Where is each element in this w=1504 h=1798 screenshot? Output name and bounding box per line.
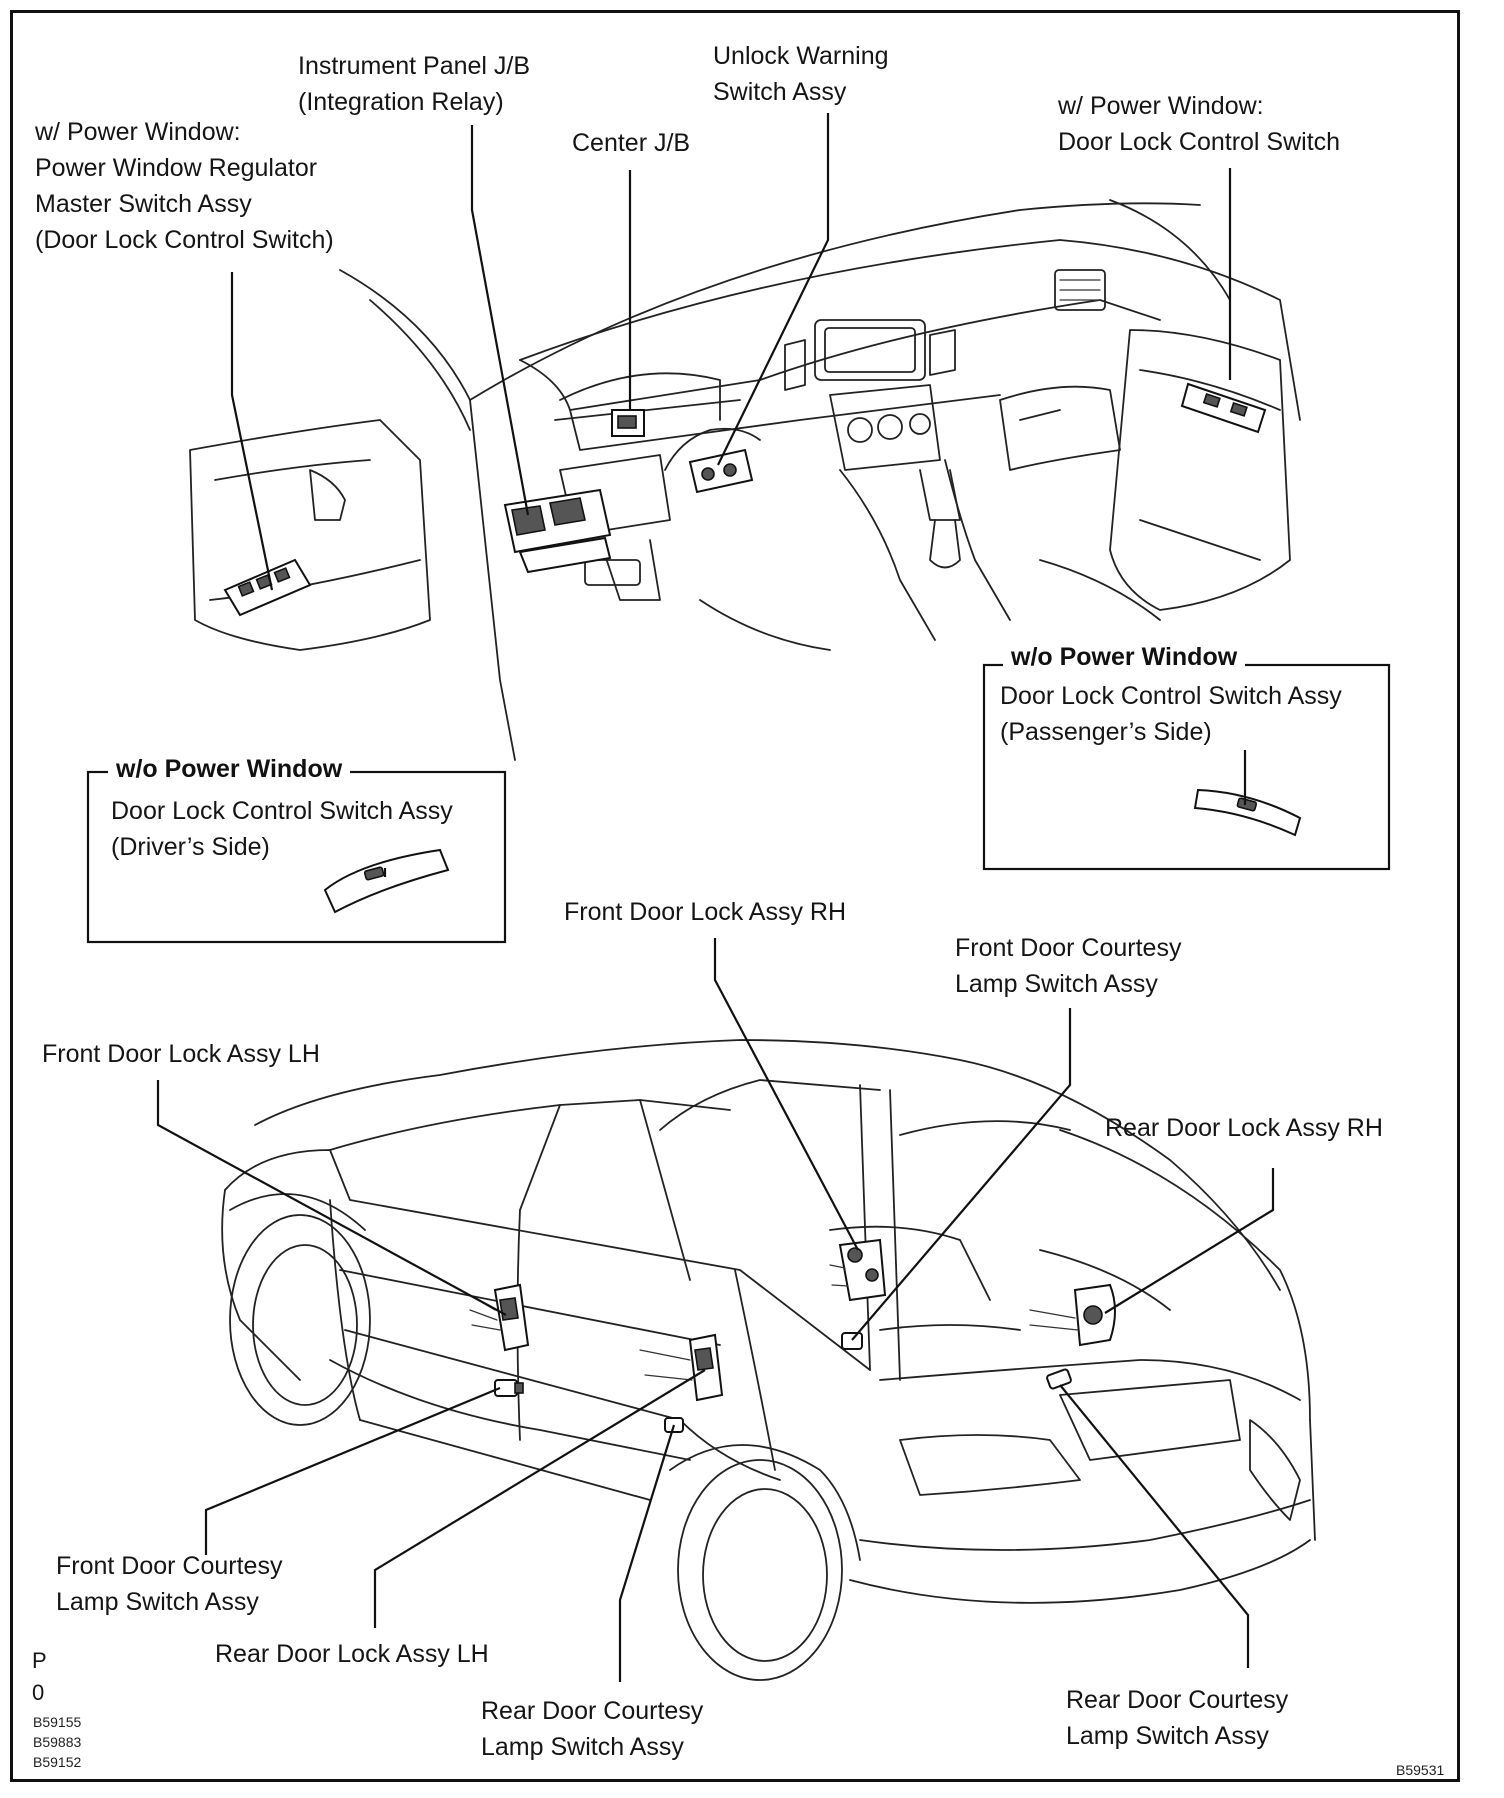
dashboard-sketch xyxy=(189,199,1301,761)
passenger-switch-part xyxy=(1180,382,1267,434)
figure-code-right: B59531 xyxy=(1396,1762,1445,1778)
unlock-warning-switch-part xyxy=(664,427,761,494)
box-passenger-text: Door Lock Control Switch Assy (Passenger… xyxy=(1000,682,1342,746)
label-front-door-lock-lh: Front Door Lock Assy LH xyxy=(42,1040,320,1068)
front-courtesy-rh-part xyxy=(841,1332,863,1350)
label-unlock-warning-switch: Unlock Warning Switch Assy xyxy=(713,42,889,106)
label-front-door-lock-rh: Front Door Lock Assy RH xyxy=(564,898,847,926)
inset-driver-switch xyxy=(323,848,450,914)
rear-door-lock-lh-part xyxy=(639,1333,724,1402)
front-door-lock-lh-part xyxy=(469,1283,530,1352)
figure-codes: B59155 B59883 B59152 xyxy=(33,1714,82,1770)
dashboard-components xyxy=(223,382,1267,617)
inset-passenger-switch xyxy=(1193,788,1302,837)
car-components xyxy=(469,1238,1116,1433)
inset-switch-illustrations xyxy=(323,788,1302,914)
box-driver-text: Door Lock Control Switch Assy (Driver’s … xyxy=(111,797,453,861)
label-rear-courtesy-switch-left: Rear Door Courtesy Lamp Switch Assy xyxy=(481,1697,704,1761)
label-front-courtesy-switch-right: Front Door Courtesy Lamp Switch Assy xyxy=(955,934,1182,998)
rear-courtesy-rh-part xyxy=(1046,1368,1072,1390)
instrument-panel-jb-part xyxy=(503,488,612,574)
page-marks: P 0 xyxy=(32,1648,47,1705)
rear-door-lock-rh-part xyxy=(1029,1283,1116,1347)
center-jb-part xyxy=(611,409,645,437)
label-rear-courtesy-switch-right: Rear Door Courtesy Lamp Switch Assy xyxy=(1066,1686,1289,1750)
label-pw-master-switch: w/ Power Window: Power Window Regulator … xyxy=(35,118,334,254)
label-instrument-panel-jb: Instrument Panel J/B (Integration Relay) xyxy=(298,52,531,116)
box-passenger-title: w/o Power Window xyxy=(1003,642,1246,672)
label-rear-door-lock-lh: Rear Door Lock Assy LH xyxy=(215,1640,489,1668)
front-courtesy-lh-part xyxy=(494,1379,524,1397)
box-driver-title: w/o Power Window xyxy=(108,754,351,784)
label-pw-door-lock-control-switch: w/ Power Window: Door Lock Control Switc… xyxy=(1058,92,1341,156)
diagram-frame xyxy=(10,10,1460,1782)
car-sketch xyxy=(221,1039,1316,1681)
master-switch-part xyxy=(223,558,312,617)
leader-lines xyxy=(156,113,1275,1682)
label-front-courtesy-switch-left: Front Door Courtesy Lamp Switch Assy xyxy=(56,1552,283,1616)
label-rear-door-lock-rh: Rear Door Lock Assy RH xyxy=(1105,1114,1383,1142)
front-door-lock-rh-part xyxy=(829,1238,887,1302)
label-center-jb: Center J/B xyxy=(572,129,691,157)
